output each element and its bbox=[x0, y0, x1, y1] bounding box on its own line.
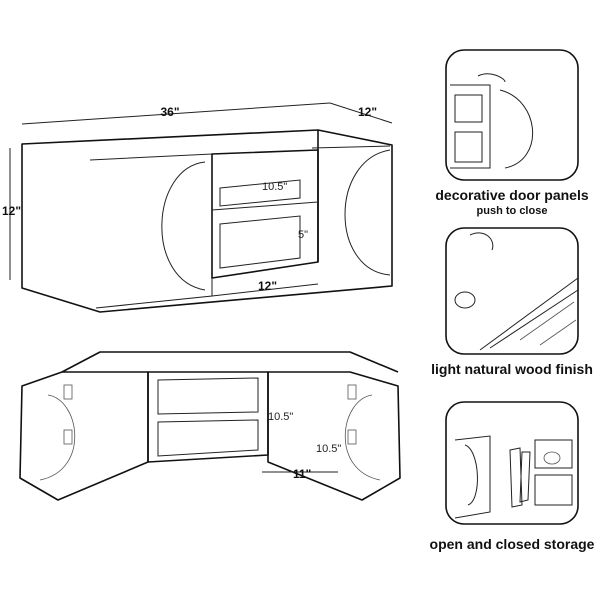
open-height-label: 10.5" bbox=[268, 411, 293, 423]
book bbox=[519, 451, 531, 503]
panel-frame bbox=[445, 401, 579, 525]
open-lower-shelf bbox=[157, 419, 259, 457]
wood-edge bbox=[489, 289, 579, 349]
door-height-label: 10.5" bbox=[316, 443, 341, 455]
right-door-top bbox=[311, 145, 391, 149]
storage-door-arc bbox=[464, 444, 478, 506]
right-open-door bbox=[267, 371, 401, 501]
hand-detail bbox=[477, 73, 506, 83]
callout-panel-wood: light natural wood finish bbox=[431, 227, 593, 377]
lower-compartment bbox=[219, 215, 301, 269]
door-arc-detail bbox=[499, 89, 533, 169]
wood-edge bbox=[479, 277, 579, 351]
center-opening bbox=[211, 149, 319, 279]
shelf-height-label: 10.5" bbox=[262, 181, 287, 193]
open-cabinet-interior bbox=[147, 371, 269, 463]
book bbox=[509, 447, 523, 508]
width-dimension-line bbox=[21, 102, 331, 125]
opening-width-line bbox=[211, 283, 319, 297]
wood-grain bbox=[539, 319, 577, 346]
lower-height-label: 5" bbox=[298, 229, 308, 241]
right-hinge-top bbox=[347, 384, 357, 400]
open-cabinet-top bbox=[61, 351, 399, 373]
storage-item bbox=[543, 451, 561, 465]
callout-title: decorative door panels bbox=[435, 187, 588, 203]
plant-leaf bbox=[469, 232, 494, 251]
callout-panel-storage: open and closed storage bbox=[430, 401, 595, 552]
left-door-arc bbox=[161, 161, 206, 291]
width-label: 36" bbox=[160, 105, 179, 119]
door-compartment bbox=[454, 131, 483, 163]
left-open-door bbox=[19, 371, 149, 501]
upper-compartment bbox=[219, 179, 301, 207]
left-hinge-top bbox=[63, 384, 73, 400]
left-hinge-bottom bbox=[63, 429, 73, 445]
open-cabinet-view: 10.5" 10.5" 11" bbox=[19, 351, 401, 501]
closed-cabinet-view: 36" 12" 12" 10.5" 5" 12" bbox=[2, 102, 393, 313]
callout-title: light natural wood finish bbox=[431, 361, 593, 377]
left-door-outline bbox=[89, 153, 213, 309]
panel-frame bbox=[445, 49, 579, 181]
decor-object bbox=[454, 291, 476, 309]
right-door-arc bbox=[344, 149, 391, 276]
depth-dimension-line bbox=[329, 102, 393, 124]
right-door-inner-arc bbox=[344, 394, 381, 481]
right-hinge-bottom bbox=[347, 429, 357, 445]
wood-grain bbox=[519, 301, 575, 341]
callout-subtitle: push to close bbox=[477, 205, 548, 217]
storage-door bbox=[454, 435, 491, 519]
callout-title: open and closed storage bbox=[430, 536, 595, 552]
depth-label: 12" bbox=[358, 105, 377, 119]
callout-panel-door: decorative door panels push to close bbox=[435, 49, 589, 217]
storage-shelf-lower bbox=[534, 474, 573, 506]
opening-width-label: 12" bbox=[258, 279, 277, 293]
height-label: 12" bbox=[2, 204, 21, 218]
panel-frame bbox=[445, 227, 579, 355]
door-compartment bbox=[454, 94, 483, 123]
storage-shelf-upper bbox=[534, 439, 573, 469]
open-upper-shelf bbox=[157, 377, 259, 415]
open-width-label: 11" bbox=[293, 467, 311, 481]
left-door-inner-arc bbox=[39, 394, 76, 481]
shelf-line bbox=[211, 201, 319, 211]
cabinet-body-outline bbox=[21, 129, 393, 313]
door-edge bbox=[450, 84, 491, 169]
